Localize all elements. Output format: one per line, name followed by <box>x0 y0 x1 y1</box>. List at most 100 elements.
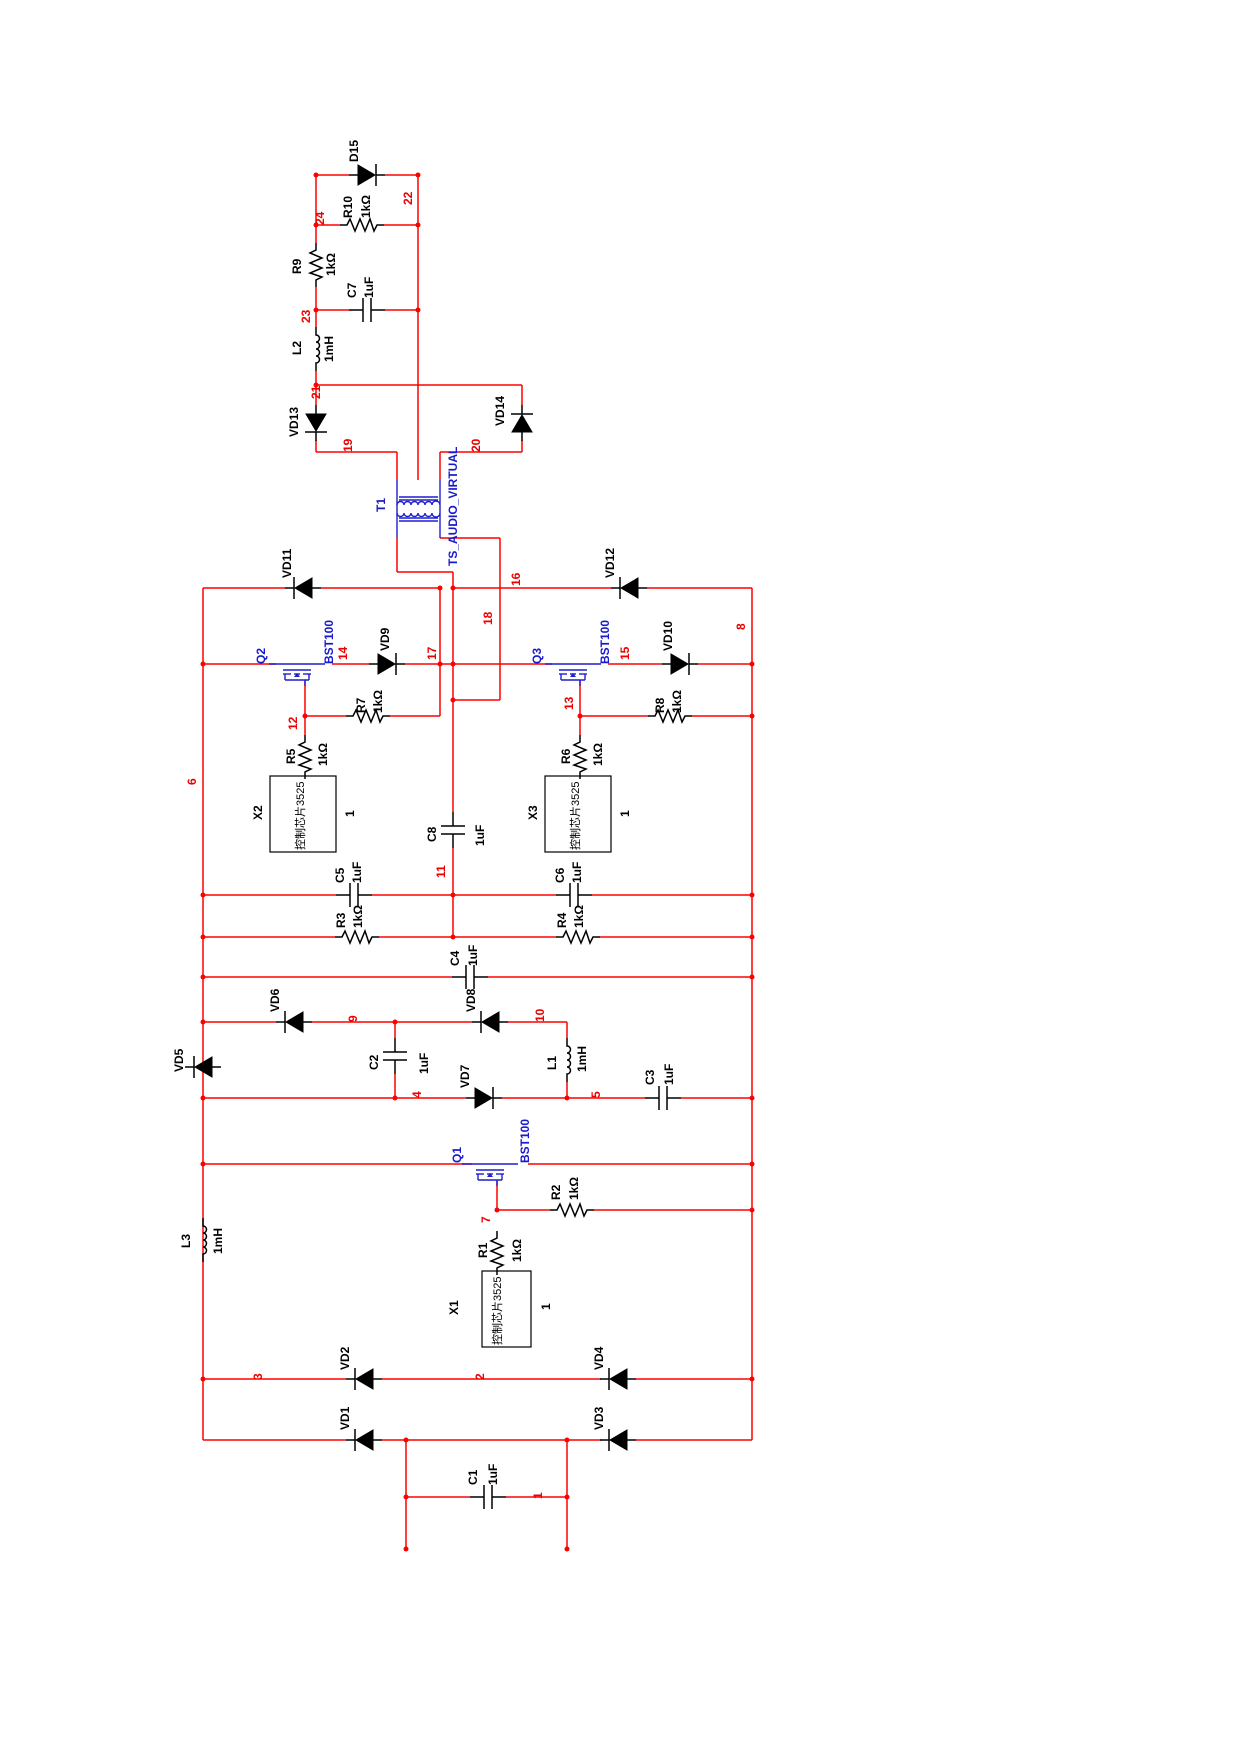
svg-text:1: 1 <box>539 1303 553 1310</box>
svg-text:1kΩ: 1kΩ <box>359 195 373 218</box>
svg-text:T1: T1 <box>374 498 388 512</box>
chip-x3: 控制芯片3525 X3 1 <box>526 775 632 853</box>
diode-vd12: VD12 <box>603 548 648 600</box>
net-19: 19 <box>341 438 355 452</box>
svg-text:1uF: 1uF <box>466 945 480 966</box>
diode-vd2: VD2 <box>338 1346 383 1391</box>
svg-text:Q3: Q3 <box>530 648 544 664</box>
diode-vd5: VD5 <box>172 1048 222 1079</box>
svg-text:R2: R2 <box>549 1184 563 1200</box>
resistor-r3: R3 1kΩ <box>334 905 380 944</box>
junctions <box>200 172 755 1552</box>
svg-text:VD14: VD14 <box>493 396 507 426</box>
resistor-r1: R1 1kΩ <box>476 1230 524 1276</box>
svg-text:1kΩ: 1kΩ <box>351 905 365 928</box>
svg-text:1mH: 1mH <box>322 336 336 362</box>
svg-text:R6: R6 <box>559 748 573 764</box>
net-23: 23 <box>299 309 313 323</box>
svg-text:L2: L2 <box>290 341 304 355</box>
diode-vd13: VD13 <box>287 404 328 442</box>
net-5: 5 <box>589 1091 603 1098</box>
svg-text:C6: C6 <box>553 867 567 883</box>
net-labels: 1 2 3 4 5 6 7 8 9 10 11 12 13 14 15 16 1… <box>185 191 748 1499</box>
svg-text:VD8: VD8 <box>464 988 478 1012</box>
diode-vd14: VD14 <box>493 396 534 442</box>
resistor-r10: R10 1kΩ <box>339 195 385 232</box>
svg-text:VD12: VD12 <box>603 548 617 578</box>
svg-text:C2: C2 <box>367 1054 381 1070</box>
diode-vd11: VD11 <box>280 548 322 600</box>
inductor-l2: L2 1mH <box>290 326 336 372</box>
net-18: 18 <box>481 611 495 625</box>
svg-text:L1: L1 <box>545 1056 559 1070</box>
net-11: 11 <box>434 865 448 878</box>
svg-text:R3: R3 <box>334 912 348 928</box>
svg-text:1kΩ: 1kΩ <box>591 743 605 766</box>
svg-text:X3: X3 <box>526 805 540 820</box>
resistor-r5: R5 1kΩ <box>284 734 330 780</box>
net-15: 15 <box>618 646 632 660</box>
transformer-t1: T1 TS_AUDIO_VIRTUAL <box>374 447 460 566</box>
diode-vd1: VD1 <box>338 1406 383 1452</box>
svg-text:X2: X2 <box>251 805 265 820</box>
svg-text:C7: C7 <box>345 282 359 298</box>
svg-text:BST100: BST100 <box>598 620 612 664</box>
svg-text:R5: R5 <box>284 748 298 764</box>
capacitor-c6: C6 1uF <box>553 862 593 908</box>
diode-vd8: VD8 <box>464 988 509 1034</box>
svg-text:VD13: VD13 <box>287 407 301 437</box>
svg-text:1uF: 1uF <box>350 862 364 883</box>
capacitor-c3: C3 1uF <box>643 1064 682 1111</box>
net-10: 10 <box>533 1008 547 1022</box>
inductor-l1: L1 1mH <box>545 1037 589 1083</box>
net-22: 22 <box>401 191 415 205</box>
net-3: 3 <box>251 1373 265 1380</box>
net-2: 2 <box>473 1373 487 1380</box>
net-20: 20 <box>469 438 483 452</box>
mosfet-q3: Q3 BST100 <box>530 620 612 686</box>
svg-text:1uF: 1uF <box>417 1053 431 1074</box>
svg-text:1uF: 1uF <box>662 1064 676 1085</box>
svg-text:VD1: VD1 <box>338 1406 352 1430</box>
net-13: 13 <box>562 696 576 710</box>
svg-text:VD2: VD2 <box>338 1346 352 1370</box>
svg-text:VD10: VD10 <box>661 621 675 651</box>
svg-text:1kΩ: 1kΩ <box>371 690 385 713</box>
net-1: 1 <box>531 1492 545 1499</box>
chip-x1: 控制芯片3525 X1 1 <box>447 1270 553 1348</box>
svg-text:R4: R4 <box>555 912 569 928</box>
net-6: 6 <box>185 778 199 785</box>
svg-text:VD11: VD11 <box>280 548 294 578</box>
svg-text:1: 1 <box>343 810 357 817</box>
diode-d15: D15 <box>347 140 386 187</box>
resistor-r6: R6 1kΩ <box>559 734 605 780</box>
svg-text:VD4: VD4 <box>592 1346 606 1370</box>
mosfet-q2: Q2 BST100 <box>254 620 336 686</box>
svg-text:BST100: BST100 <box>322 620 336 664</box>
svg-text:1: 1 <box>618 810 632 817</box>
capacitor-c8: C8 1uF <box>425 811 487 849</box>
svg-text:C3: C3 <box>643 1069 657 1085</box>
resistor-r7: R7 1kΩ <box>345 690 391 723</box>
svg-text:R9: R9 <box>290 258 304 274</box>
net-24: 24 <box>313 211 327 225</box>
capacitor-c4: C4 1uF <box>448 945 489 990</box>
svg-text:1kΩ: 1kΩ <box>510 1239 524 1262</box>
svg-text:1mH: 1mH <box>575 1046 589 1072</box>
svg-text:L3: L3 <box>179 1234 193 1248</box>
capacitor-c2: C2 1uF <box>367 1037 431 1075</box>
net-9: 9 <box>346 1015 360 1022</box>
diode-vd9: VD9 <box>368 627 406 676</box>
svg-text:C5: C5 <box>333 867 347 883</box>
svg-text:VD9: VD9 <box>378 627 392 651</box>
chip-x2: 控制芯片3525 X2 1 <box>251 775 357 853</box>
svg-text:BST100: BST100 <box>518 1119 532 1163</box>
svg-text:1uF: 1uF <box>486 1464 500 1485</box>
svg-text:1kΩ: 1kΩ <box>670 690 684 713</box>
diode-vd3: VD3 <box>592 1406 637 1452</box>
net-7: 7 <box>479 1216 493 1223</box>
svg-text:D15: D15 <box>347 140 361 162</box>
diode-vd10: VD10 <box>661 621 699 676</box>
svg-text:1uF: 1uF <box>570 862 584 883</box>
svg-text:TS_AUDIO_VIRTUAL: TS_AUDIO_VIRTUAL <box>446 447 460 566</box>
